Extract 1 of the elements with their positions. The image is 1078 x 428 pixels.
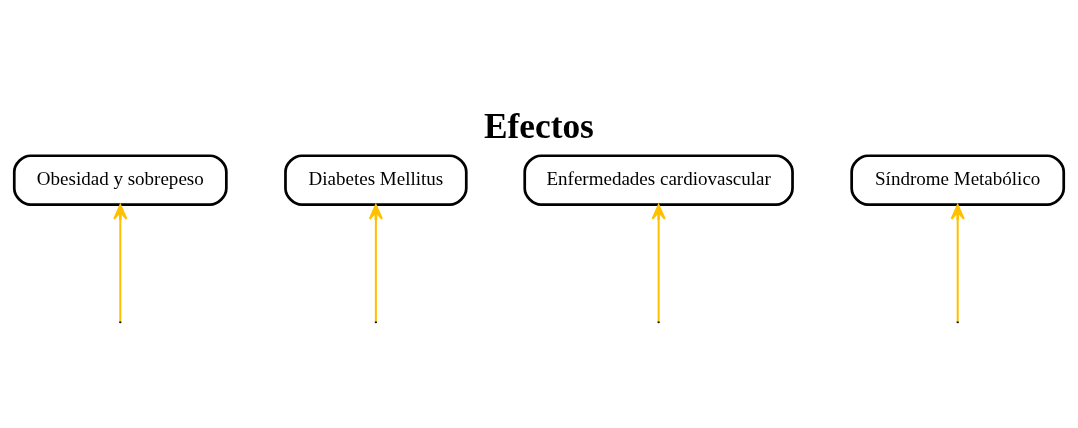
diagram-title: Efectos xyxy=(483,106,594,146)
